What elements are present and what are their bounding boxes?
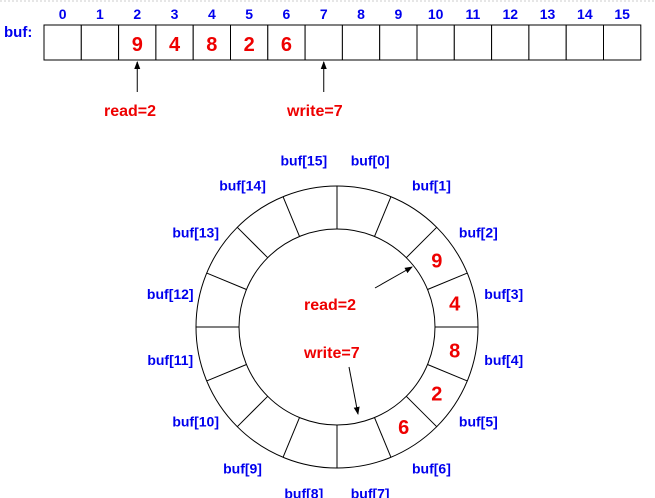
slot-value: 6 xyxy=(398,417,409,439)
read-pointer-linear: read=2 xyxy=(104,61,156,120)
slot-divider xyxy=(206,272,247,290)
ring-read-arrow xyxy=(374,266,413,289)
slot-label: buf[12] xyxy=(147,286,194,302)
cell-value: 6 xyxy=(281,34,292,56)
index-label: 14 xyxy=(577,6,593,22)
ring-write-arrow xyxy=(348,366,360,415)
circular-buffer: buf[0] buf[1] buf[2] 9 buf[3] 4 buf[4] 8 buf[5] 2… xyxy=(147,152,523,498)
slot-divider xyxy=(405,395,438,428)
slot-label: buf[8] xyxy=(284,486,323,498)
buffer-cell xyxy=(118,24,157,61)
slot-label: buf[6] xyxy=(412,460,451,476)
index-label: 0 xyxy=(59,6,67,22)
buffer-cell xyxy=(565,24,605,61)
index-label: 3 xyxy=(171,6,179,22)
buffer-cell xyxy=(230,24,269,61)
cell-value: 2 xyxy=(244,34,255,56)
ring-write-label: write=7 xyxy=(303,345,360,362)
slot-value: 8 xyxy=(449,340,460,362)
slot-label: buf[11] xyxy=(147,352,193,368)
slot-divider xyxy=(427,364,468,382)
write-label: write=7 xyxy=(286,103,343,120)
slot-label: buf[9] xyxy=(223,460,262,476)
slot-divider xyxy=(374,417,392,458)
slot-label: buf[3] xyxy=(484,286,523,302)
slot-label: buf[0] xyxy=(351,152,390,168)
buffer-cell xyxy=(453,24,493,61)
slot-value: 4 xyxy=(449,294,461,316)
slot-label: buf[15] xyxy=(280,152,327,168)
index-label: 5 xyxy=(245,6,253,22)
index-label: 7 xyxy=(320,6,328,22)
slot-label: buf[1] xyxy=(412,178,451,194)
read-label: read=2 xyxy=(104,103,156,120)
slot-label: buf[5] xyxy=(459,413,498,429)
slot-divider xyxy=(236,226,269,259)
slot-label: buf[4] xyxy=(484,352,523,368)
slot-divider xyxy=(427,272,468,290)
buffer-cell xyxy=(80,24,120,61)
slot-divider xyxy=(282,417,300,458)
slot-value: 2 xyxy=(431,384,442,406)
index-label: 8 xyxy=(357,6,365,22)
buffer-cell xyxy=(528,24,567,61)
slot-value: 9 xyxy=(431,250,442,272)
slot-divider xyxy=(236,395,269,428)
slot-label: buf[2] xyxy=(459,225,498,241)
array-label: buf: xyxy=(4,24,32,41)
cell-value: 8 xyxy=(206,34,217,56)
slot-label: buf[14] xyxy=(219,178,266,194)
slot-divider xyxy=(282,196,300,237)
index-label: 12 xyxy=(502,6,518,22)
write-pointer-linear: write=7 xyxy=(286,61,343,120)
slot-divider xyxy=(405,226,438,259)
cell-value: 4 xyxy=(169,34,181,56)
index-label: 6 xyxy=(283,6,291,22)
slot-divider xyxy=(374,196,392,237)
buffer-cell xyxy=(416,24,455,61)
slot-label: buf[7] xyxy=(351,486,390,498)
slot-label: buf[13] xyxy=(172,225,219,241)
index-label: 11 xyxy=(466,6,481,22)
buffer-cell xyxy=(379,24,418,61)
cell-value: 9 xyxy=(132,34,143,56)
buffer-cell xyxy=(304,24,343,61)
index-label: 4 xyxy=(208,6,216,22)
index-label: 9 xyxy=(394,6,402,22)
index-label: 15 xyxy=(614,6,630,22)
index-label: 1 xyxy=(96,6,104,22)
buffer-cell xyxy=(155,24,194,61)
buffer-cell xyxy=(43,24,82,61)
index-label: 10 xyxy=(428,6,444,22)
slot-label: buf[10] xyxy=(172,413,219,429)
slot-divider xyxy=(206,364,247,382)
buffer-cell xyxy=(341,24,381,61)
buffer-cell xyxy=(603,24,642,61)
buffer-cell xyxy=(491,24,530,61)
ring-read-label: read=2 xyxy=(304,297,356,314)
inner-ring xyxy=(238,228,436,426)
index-label: 13 xyxy=(540,6,556,22)
index-label: 2 xyxy=(133,6,141,22)
